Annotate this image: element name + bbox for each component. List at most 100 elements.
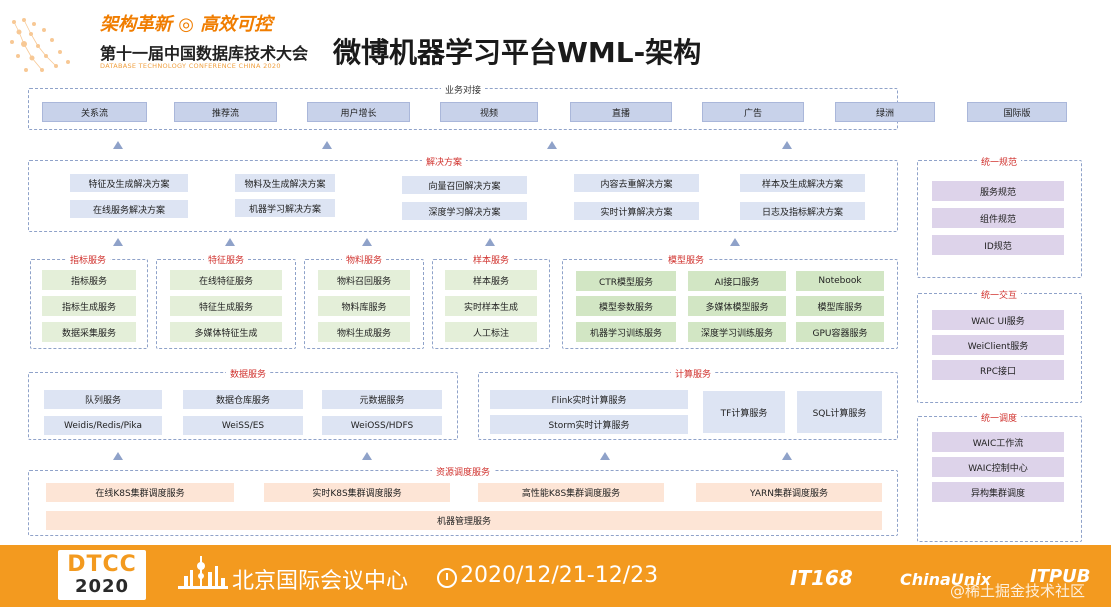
solution-item: 内容去重解决方案 — [574, 174, 699, 192]
model-service-item: Notebook — [796, 271, 884, 291]
conference-name-en: DATABASE TECHNOLOGY CONFERENCE CHINA 202… — [100, 62, 281, 70]
metric-service-item: 数据采集服务 — [42, 322, 136, 342]
unified-schedule-label: 统一调度 — [976, 411, 1022, 424]
model-service-group — [562, 259, 898, 349]
material-service-item: 物料召回服务 — [318, 270, 410, 290]
data-service-item: 元数据服务 — [322, 390, 442, 409]
venue-text: 北京国际会议中心 — [232, 569, 409, 594]
resource-service-label: 资源调度服务 — [431, 465, 495, 478]
conference-name: 第十一届中国数据库技术大会 — [100, 44, 309, 63]
resource-service-item: 高性能K8S集群调度服务 — [478, 483, 664, 502]
business-group-label: 业务对接 — [440, 83, 486, 96]
model-service-label: 模型服务 — [663, 253, 709, 266]
flow-arrow-icon — [782, 452, 792, 460]
material-service-label: 物料服务 — [341, 253, 387, 266]
solution-item: 在线服务解决方案 — [70, 200, 188, 218]
resource-service-item: 机器管理服务 — [46, 511, 882, 530]
page-title: 微博机器学习平台WML-架构 — [333, 36, 702, 69]
sample-service-item: 实时样本生成 — [445, 296, 537, 316]
dtcc-year: 2020 — [74, 576, 130, 597]
solutions-group — [28, 160, 898, 232]
unified-spec-item: 服务规范 — [932, 181, 1064, 201]
solution-item: 深度学习解决方案 — [402, 202, 527, 220]
business-item: 直播 — [570, 102, 672, 122]
partner-logo-chinaunix: ChinaUnix — [900, 570, 991, 589]
resource-service-item: 实时K8S集群调度服务 — [264, 483, 450, 502]
resource-service-item: YARN集群调度服务 — [696, 483, 882, 502]
solution-item: 样本及生成解决方案 — [740, 174, 865, 192]
flow-arrow-icon — [600, 452, 610, 460]
solution-item: 机器学习解决方案 — [235, 199, 335, 217]
solution-item: 向量召回解决方案 — [402, 176, 527, 194]
material-service-item: 物料库服务 — [318, 296, 410, 316]
business-item: 广告 — [702, 102, 804, 122]
flow-arrow-icon — [225, 238, 235, 246]
unified-interact-item: WAIC UI服务 — [932, 310, 1064, 330]
solution-item: 特征及生成解决方案 — [70, 174, 188, 192]
business-item: 视频 — [440, 102, 538, 122]
solutions-group-label: 解决方案 — [421, 155, 467, 168]
unified-interact-item: RPC接口 — [932, 360, 1064, 380]
dtcc-brand: DTCC — [67, 552, 137, 577]
sample-service-item: 样本服务 — [445, 270, 537, 290]
flow-arrow-icon — [547, 141, 557, 149]
dtcc-logo — [58, 550, 146, 600]
flow-arrow-icon — [113, 238, 123, 246]
model-service-item: 模型库服务 — [796, 296, 884, 316]
watermark-text: @稀土掘金技术社区 — [950, 582, 1086, 600]
metric-service-label: 指标服务 — [65, 253, 111, 266]
solution-item: 实时计算解决方案 — [574, 202, 699, 220]
model-service-item: CTR模型服务 — [576, 271, 676, 291]
model-service-item: 深度学习训练服务 — [688, 322, 786, 342]
business-item: 用户增长 — [307, 102, 410, 122]
business-item: 推荐流 — [174, 102, 277, 122]
data-service-item: 数据仓库服务 — [183, 390, 303, 409]
feature-service-item: 特征生成服务 — [170, 296, 282, 316]
flow-arrow-icon — [362, 452, 372, 460]
partner-logo-it168: IT168 — [790, 566, 853, 590]
clock-icon — [437, 568, 457, 588]
business-item: 绿洲 — [835, 102, 935, 122]
feature-service-label: 特征服务 — [203, 253, 249, 266]
flow-arrow-icon — [782, 141, 792, 149]
partner-logo-itpub: ITPUB — [1030, 566, 1091, 587]
feature-service-item: 在线特征服务 — [170, 270, 282, 290]
solution-item: 日志及指标解决方案 — [740, 202, 865, 220]
material-service-item: 物料生成服务 — [318, 322, 410, 342]
skyline-icon — [178, 556, 228, 589]
flow-arrow-icon — [322, 141, 332, 149]
conference-slogan: 架构革新 ◎ 高效可控 — [100, 14, 273, 35]
metric-service-item: 指标服务 — [42, 270, 136, 290]
unified-interact-label: 统一交互 — [976, 288, 1022, 301]
solution-item: 物料及生成解决方案 — [235, 174, 335, 192]
unified-schedule-item: WAIC控制中心 — [932, 457, 1064, 477]
compute-service-label: 计算服务 — [670, 367, 716, 380]
sample-service-item: 人工标注 — [445, 322, 537, 342]
flow-arrow-icon — [113, 141, 123, 149]
metric-service-item: 指标生成服务 — [42, 296, 136, 316]
model-service-item: 多媒体模型服务 — [688, 296, 786, 316]
date-text: 2020/12/21-12/23 — [460, 563, 659, 588]
unified-spec-item: 组件规范 — [932, 208, 1064, 228]
flow-arrow-icon — [362, 238, 372, 246]
sample-service-label: 样本服务 — [468, 253, 514, 266]
data-service-item: WeiOSS/HDFS — [322, 416, 442, 435]
flow-arrow-icon — [113, 452, 123, 460]
data-service-item: 队列服务 — [44, 390, 162, 409]
conference-logo-icon — [10, 18, 70, 72]
flow-arrow-icon — [485, 238, 495, 246]
model-service-item: AI接口服务 — [688, 271, 786, 291]
unified-interact-item: WeiClient服务 — [932, 335, 1064, 355]
business-item: 国际版 — [967, 102, 1067, 122]
unified-schedule-item: WAIC工作流 — [932, 432, 1064, 452]
unified-schedule-item: 异构集群调度 — [932, 482, 1064, 502]
unified-spec-label: 统一规范 — [976, 155, 1022, 168]
compute-service-item: Storm实时计算服务 — [490, 415, 688, 434]
compute-service-item: SQL计算服务 — [797, 391, 882, 433]
feature-service-item: 多媒体特征生成 — [170, 322, 282, 342]
model-service-item: GPU容器服务 — [796, 322, 884, 342]
compute-service-item: Flink实时计算服务 — [490, 390, 688, 409]
model-service-item: 模型参数服务 — [576, 296, 676, 316]
data-service-item: Weidis/Redis/Pika — [44, 416, 162, 435]
model-service-item: 机器学习训练服务 — [576, 322, 676, 342]
